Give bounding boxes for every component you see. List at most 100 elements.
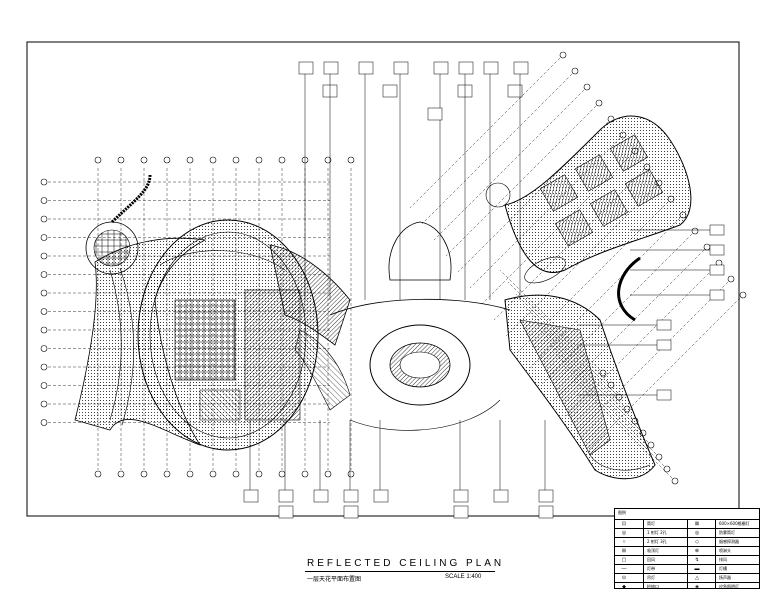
tag-block xyxy=(709,244,725,256)
legend-symbol: ◎ xyxy=(621,530,627,536)
legend-text: 喷淋头 xyxy=(719,548,731,553)
legend-text: 扬声器 xyxy=(719,575,731,580)
axis-bubble xyxy=(255,470,263,478)
legend-row: ○ 2 射灯 3孔 ◇ 烟感探测器 xyxy=(615,537,760,546)
legend-text: 灯槽 xyxy=(719,566,727,571)
axis-bubble xyxy=(186,470,194,478)
tag-block xyxy=(343,489,359,503)
tag-block xyxy=(538,505,554,519)
axis-bubble xyxy=(40,363,48,371)
tag-block xyxy=(453,489,469,503)
axis-bubble xyxy=(209,156,217,164)
axis-bubble xyxy=(40,308,48,315)
tag-block xyxy=(278,489,294,503)
grid-line xyxy=(421,73,573,225)
axis-bubble xyxy=(739,291,747,299)
legend-symbol: ↯ xyxy=(694,557,700,563)
legend-symbol: ○ xyxy=(622,539,626,545)
tag-block xyxy=(458,61,474,75)
axis-bubble xyxy=(232,156,240,164)
legend-text: 2 射灯 3孔 xyxy=(647,539,667,544)
axis-bubble xyxy=(40,345,48,352)
axis-bubble xyxy=(324,470,332,478)
axis-bubble xyxy=(301,470,309,478)
legend-header: 图例 xyxy=(618,510,626,515)
legend-text: 烟感探测器 xyxy=(719,539,739,544)
drawing-title: REFLECTED CEILING PLAN xyxy=(307,558,505,569)
tag-block xyxy=(709,264,725,276)
tag-block xyxy=(493,489,509,503)
legend-text: 回风 xyxy=(647,557,655,562)
legend-row: ◆ 检修口 ◈ 应急照明灯 xyxy=(615,582,760,591)
tag-block xyxy=(483,61,499,75)
legend-text: 应急照明灯 xyxy=(719,584,739,589)
legend-row: — 灯带 ▬ 灯槽 xyxy=(615,564,760,573)
tag-block xyxy=(243,489,259,503)
axis-bubble xyxy=(163,156,171,164)
tag-block xyxy=(343,505,359,519)
upper-right-wing xyxy=(504,115,692,273)
tag-block xyxy=(323,61,339,75)
legend-row: ⊙ 吊灯 △ 扬声器 xyxy=(615,573,760,582)
axis-bubble xyxy=(117,470,125,478)
axis-bubble xyxy=(571,67,579,75)
legend-divider xyxy=(687,519,688,588)
drawing-frame xyxy=(26,41,740,517)
legend-row: ▢ 回风 ↯ 排风 xyxy=(615,555,760,564)
legend-text: 检修口 xyxy=(647,584,659,589)
axis-bubble xyxy=(40,289,48,297)
skylight-top xyxy=(388,221,452,281)
legend-text: 600×600格栅灯 xyxy=(719,521,750,526)
legend-table: 图例 ⊡ 筒灯 ⊠ 600×600格栅灯 ◎ 1 射灯 2孔 ◎ 防雾筒灯 ○ … xyxy=(614,508,760,591)
legend-symbol: ⊕ xyxy=(694,548,700,554)
axis-bubble xyxy=(278,156,286,164)
legend-row: ◎ 1 射灯 2孔 ◎ 防雾筒灯 xyxy=(615,528,760,537)
tag-block xyxy=(382,84,398,98)
drawing-scale: SCALE 1:400 xyxy=(445,574,482,580)
legend-text: 筒灯 xyxy=(647,521,655,526)
axis-bubble xyxy=(559,51,567,59)
tag-block xyxy=(358,61,374,75)
legend-row: ⊡ 筒灯 ⊠ 600×600格栅灯 xyxy=(615,519,760,528)
central-lobby xyxy=(369,324,471,406)
connector-hatched xyxy=(269,244,351,346)
tag-block xyxy=(453,505,469,519)
axis-bubble xyxy=(94,156,102,164)
axis-bubble xyxy=(655,453,663,461)
legend-text: 吊灯 xyxy=(647,575,655,580)
tag-block xyxy=(507,84,523,98)
tag-block xyxy=(433,61,449,75)
leader-tags xyxy=(243,61,725,519)
axis-bubble xyxy=(255,156,263,164)
axis-bubble xyxy=(703,243,711,251)
tag-block xyxy=(538,489,554,503)
legend-symbol: ◎ xyxy=(694,530,700,536)
axis-bubble xyxy=(209,470,217,478)
legend-symbol: △ xyxy=(695,575,699,581)
axis-bubble xyxy=(40,234,48,241)
tag-block xyxy=(298,61,314,75)
grid-line xyxy=(433,89,585,241)
tag-block xyxy=(656,339,672,351)
axis-bubble xyxy=(671,477,679,485)
tag-block xyxy=(513,61,529,75)
axis-bubble xyxy=(40,326,48,334)
axis-bubble xyxy=(40,419,48,426)
tag-block xyxy=(313,489,329,503)
axis-bubble xyxy=(163,470,171,478)
axis-bubble xyxy=(40,271,48,278)
legend-symbol: ◇ xyxy=(695,539,699,545)
grid-line xyxy=(409,57,561,209)
axis-bubble xyxy=(140,470,148,478)
tag-block xyxy=(709,289,725,301)
grid-line xyxy=(445,105,597,257)
axis-bubble xyxy=(278,470,286,478)
axis-bubble xyxy=(40,178,48,186)
drawing-subtitle: 一层天花平面布置图 xyxy=(307,576,362,583)
axis-bubble xyxy=(324,156,332,164)
legend-symbol: ⊙ xyxy=(621,575,627,581)
axis-bubble xyxy=(691,227,699,235)
axis-bubble xyxy=(347,470,355,478)
title-underline xyxy=(305,571,495,572)
tag-block xyxy=(278,505,294,519)
